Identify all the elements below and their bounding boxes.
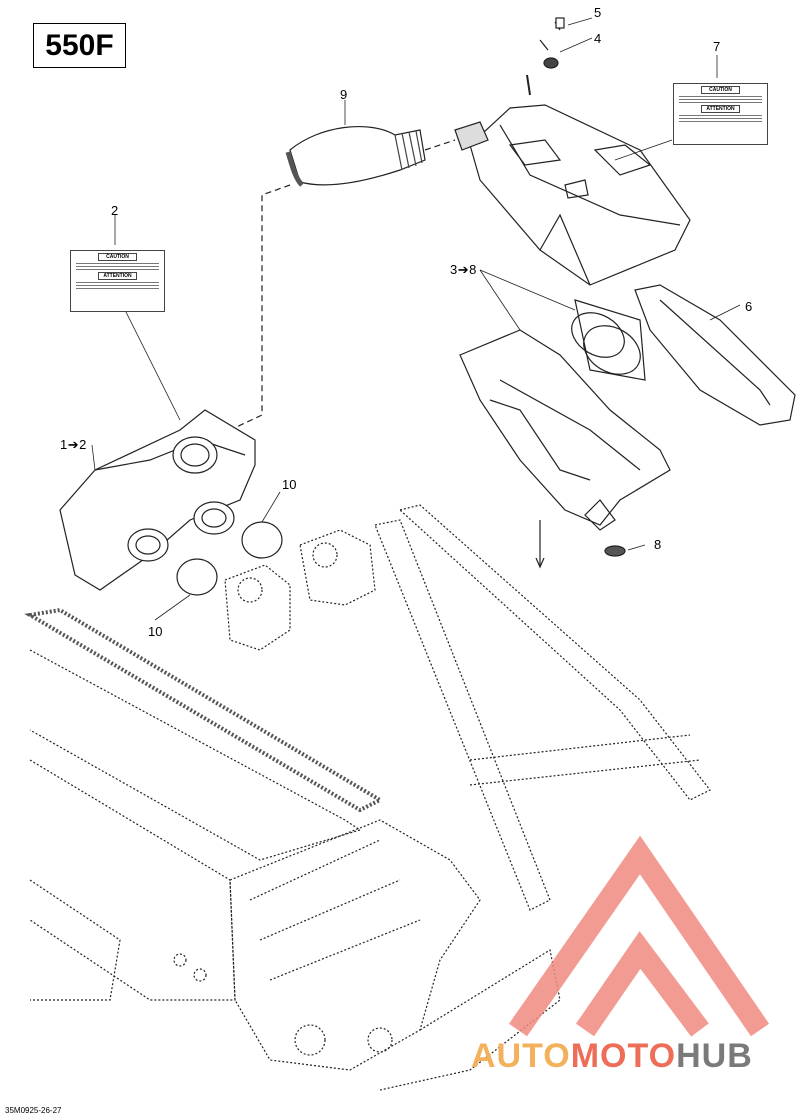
callout-10-upper: 10 <box>282 477 297 492</box>
air-silencer-base-drawing <box>459 329 671 531</box>
silencer-housing-drawing <box>59 409 256 591</box>
callout-10-lower: 10 <box>148 624 163 639</box>
callout-4: 4 <box>594 31 602 46</box>
chassis-drawing <box>24 607 561 1091</box>
clamp-drawing <box>176 558 218 596</box>
watermark-logo <box>508 835 770 1037</box>
attention-label-heading: ATTENTION <box>700 105 741 113</box>
drawing-code: 35M0925-26-27 <box>5 1106 62 1115</box>
intake-adapter-drawing <box>571 299 646 381</box>
air-silencer-cover-drawing <box>454 104 691 286</box>
callout-3-8: 3➔8 <box>450 262 477 277</box>
model-badge: 550F <box>33 23 126 68</box>
callout-9: 9 <box>340 87 348 102</box>
clamp-drawing <box>241 521 283 559</box>
callout-1-2: 1➔2 <box>60 437 87 452</box>
shield-drawing <box>634 284 796 426</box>
caution-label-card-2: CAUTION ATTENTION <box>70 250 165 312</box>
leader-lines <box>91 17 741 621</box>
watermark-brand-text: AUTOMOTOHUB <box>471 1037 753 1076</box>
brand-moto: MOTO <box>570 1037 677 1075</box>
callout-2: 2 <box>111 203 119 218</box>
brand-hub: HUB <box>676 1037 753 1075</box>
hose-leader-dashed <box>229 184 291 431</box>
frame-rail-drawing <box>374 504 711 911</box>
attention-label-heading: ATTENTION <box>97 272 138 280</box>
caution-label-heading: CAUTION <box>97 253 138 261</box>
intake-hose-drawing <box>285 125 426 187</box>
callout-8: 8 <box>654 537 662 552</box>
brand-auto: AUTO <box>471 1037 571 1075</box>
caution-label-card-7: CAUTION ATTENTION <box>673 83 768 145</box>
callout-7: 7 <box>713 39 721 54</box>
caution-label-heading: CAUTION <box>700 86 741 94</box>
carburetor-drawing <box>224 529 376 651</box>
grommet-drawing <box>526 17 565 96</box>
callout-6: 6 <box>745 299 753 314</box>
gasket-drawing <box>604 545 626 557</box>
callout-5: 5 <box>594 5 602 20</box>
